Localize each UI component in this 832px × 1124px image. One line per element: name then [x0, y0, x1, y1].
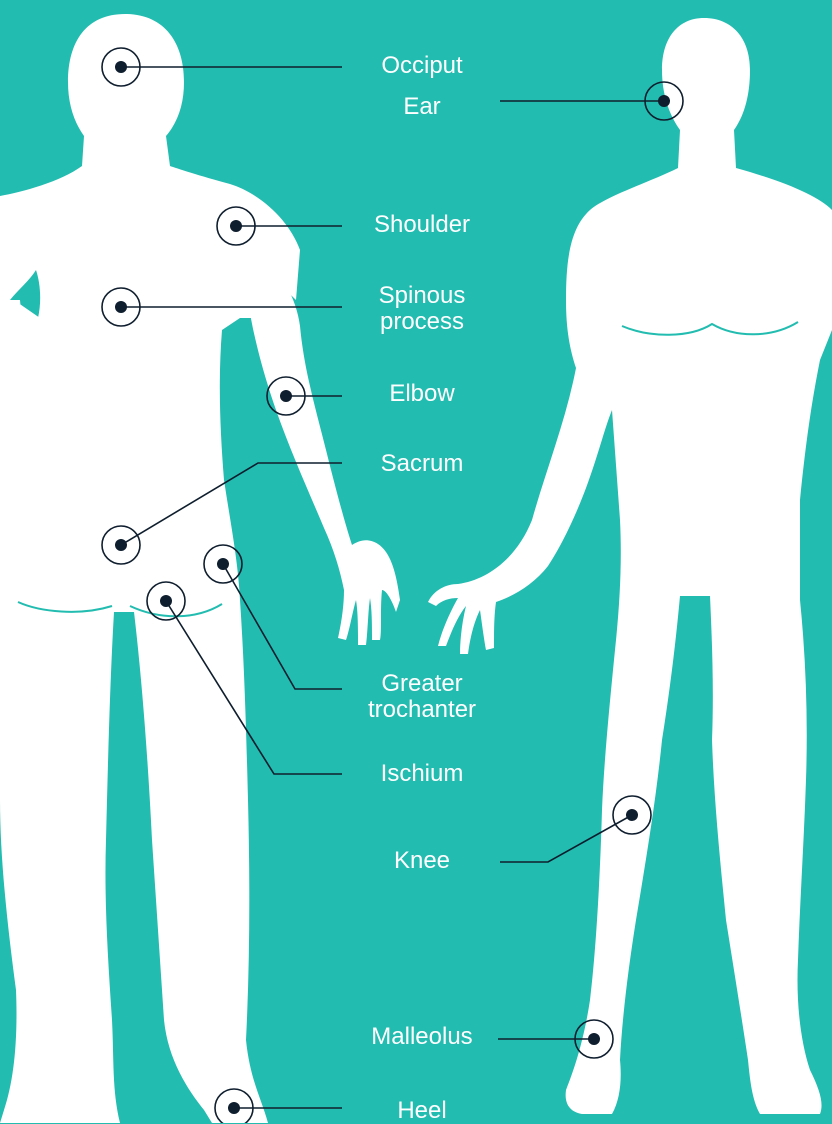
label-malleolus: Malleolus [371, 1024, 472, 1050]
label-shoulder: Shoulder [374, 212, 470, 238]
lateral-view-figure [428, 18, 832, 1114]
back-figure-torso-legs [0, 300, 268, 1123]
label-spinous-process-line1: Spinous [379, 283, 466, 309]
label-greater-trochanter: Greater trochanter [368, 671, 476, 723]
label-sacrum: Sacrum [381, 451, 464, 477]
label-ear: Ear [403, 94, 440, 120]
label-ischium: Ischium [381, 761, 464, 787]
label-greater-trochanter-line1: Greater [368, 671, 476, 697]
label-knee: Knee [394, 848, 450, 874]
label-greater-trochanter-line2: trochanter [368, 697, 476, 723]
label-spinous-process-line2: process [379, 309, 466, 335]
label-elbow: Elbow [389, 381, 454, 407]
label-occiput: Occiput [381, 53, 462, 79]
back-figure-right-arm [248, 250, 400, 645]
back-view-figure [0, 14, 400, 1123]
label-heel: Heel [397, 1098, 446, 1124]
side-figure-head-neck-torso [428, 18, 832, 1114]
label-spinous-process: Spinous process [379, 283, 466, 335]
